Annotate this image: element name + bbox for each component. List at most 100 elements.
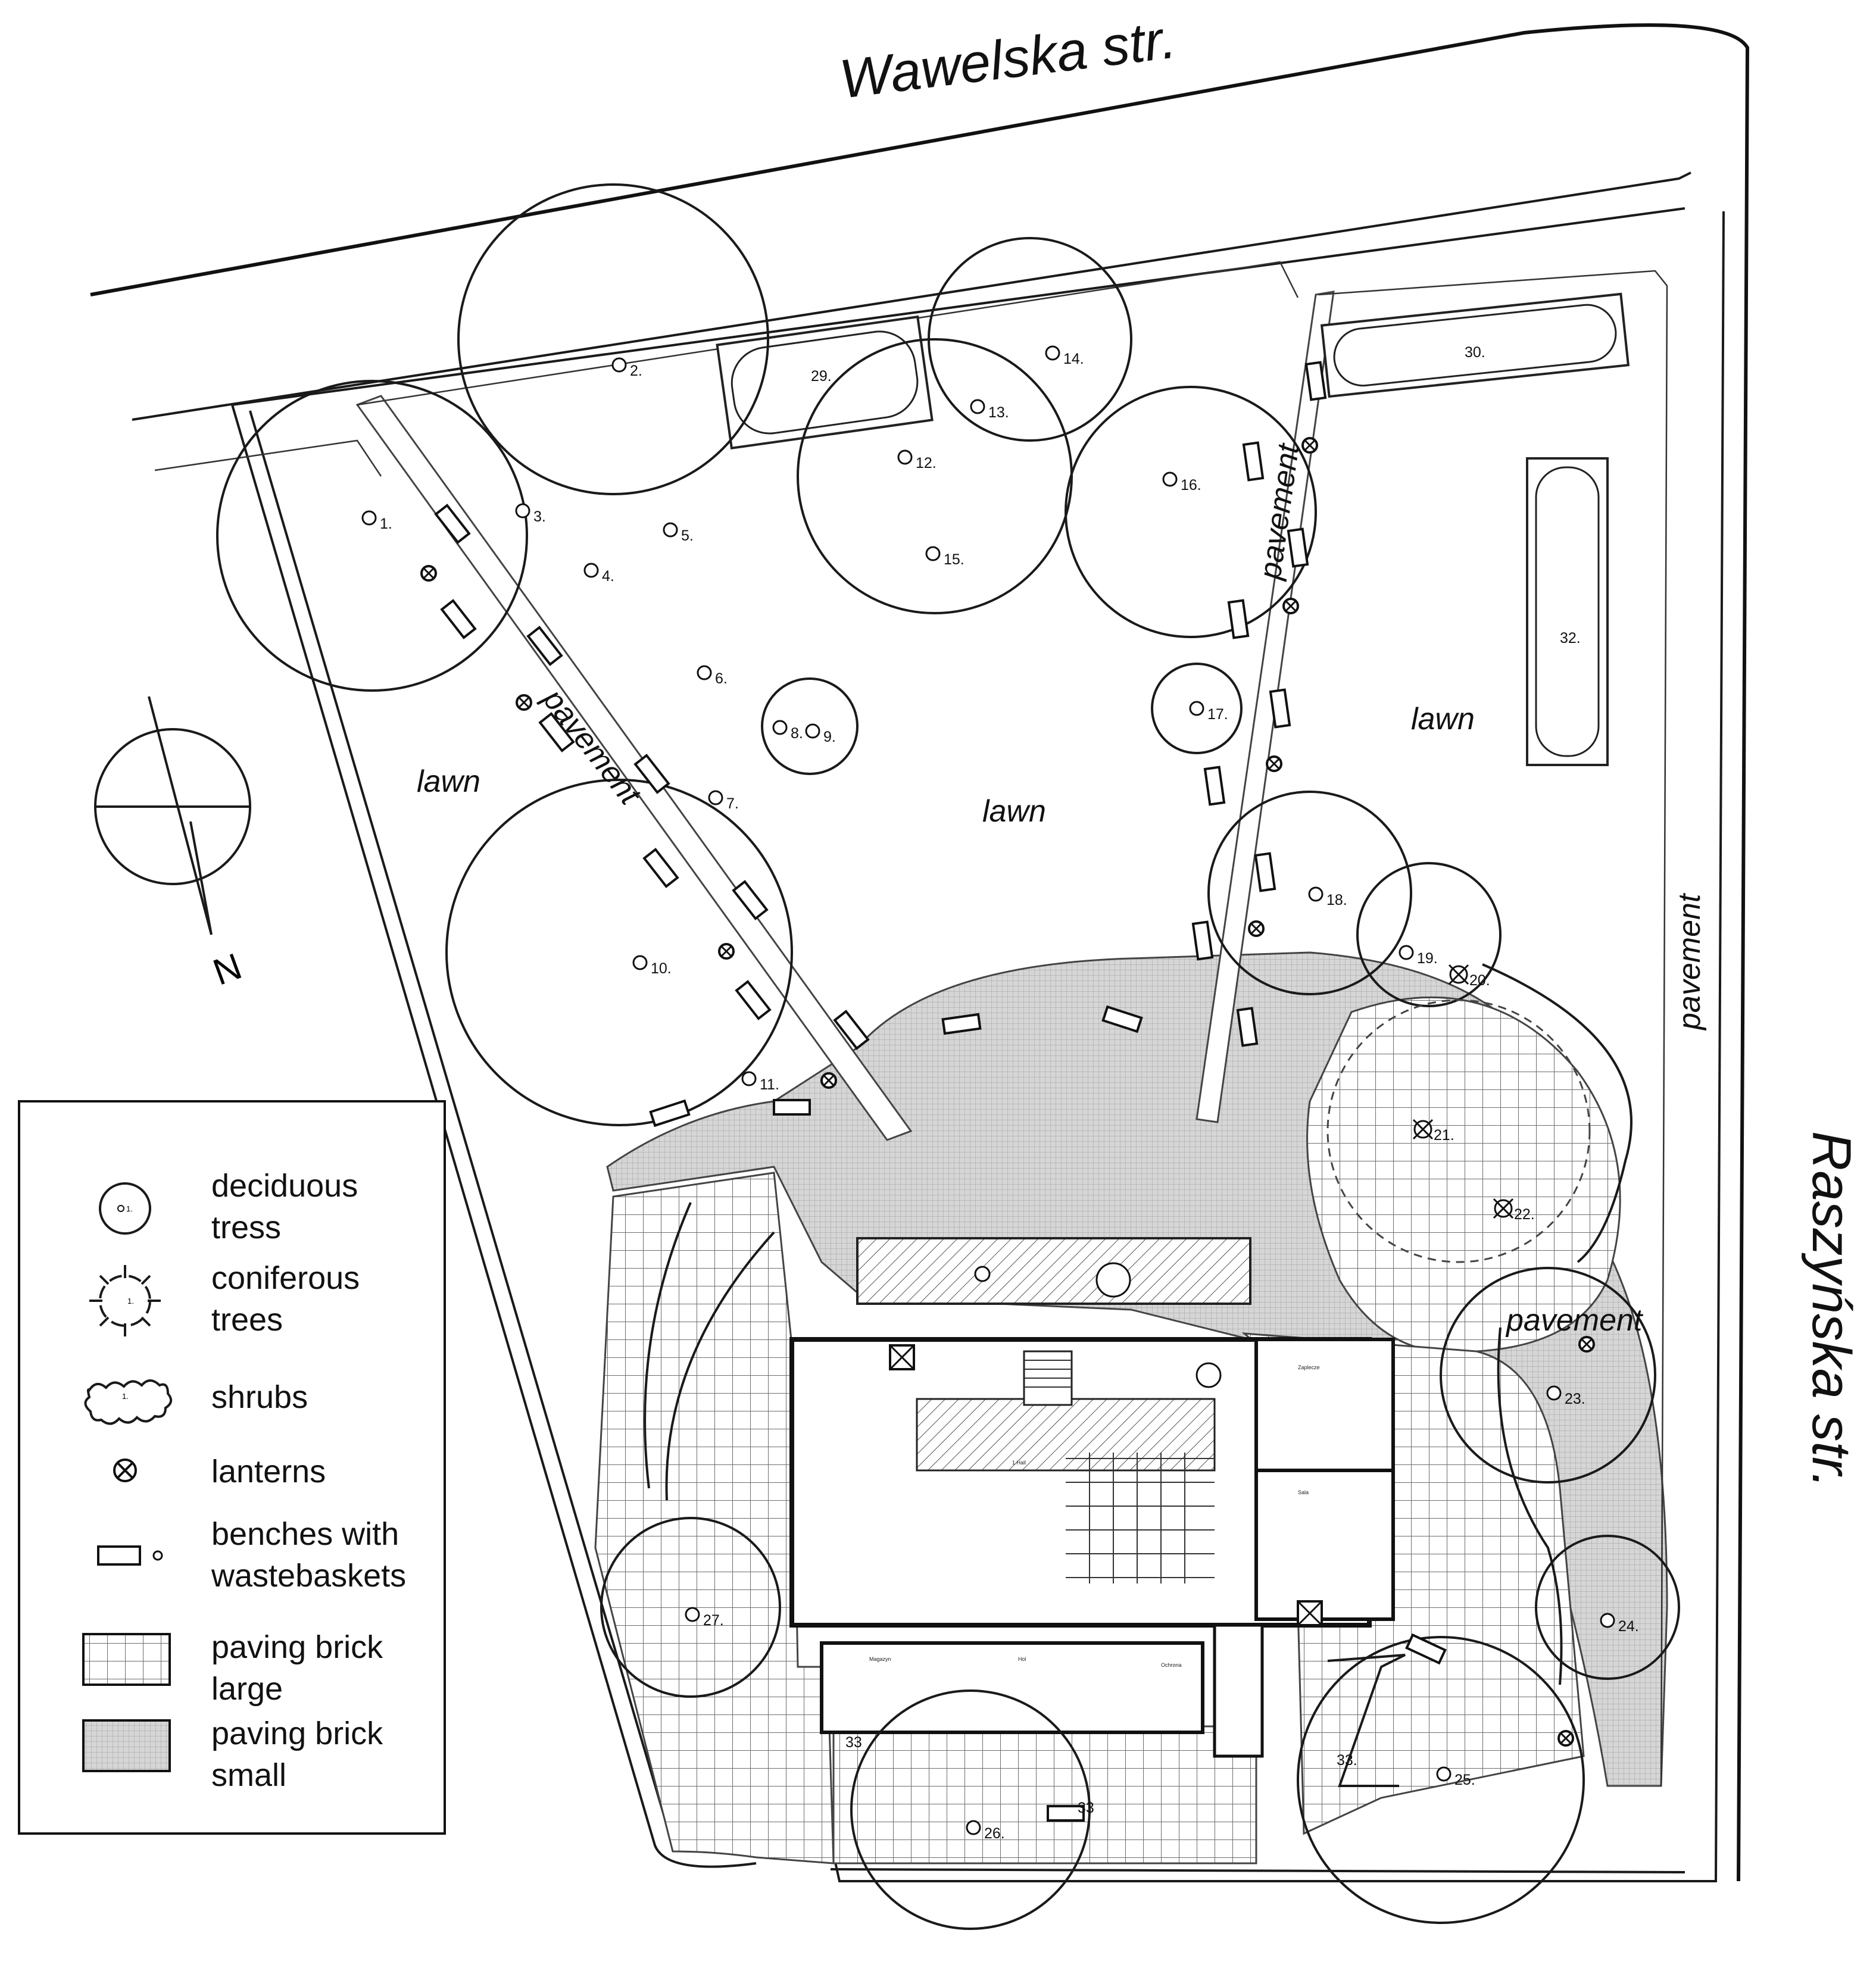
legend-coniferous-icon — [89, 1265, 161, 1336]
deciduous-tree-trunk — [1045, 345, 1060, 361]
legend: 1. deciduous tress 1. coniferous trees 1… — [18, 1100, 446, 1835]
tree-markers: 1.2.3.4.5.6.7.8.9.10.11.12.13.14.15.16.1… — [361, 345, 1639, 1842]
tree-number-label: 20. — [1469, 972, 1490, 989]
lantern-cross — [1304, 439, 1316, 451]
legend-benches-line2: wastebaskets — [211, 1558, 406, 1594]
lawn-east-label: lawn — [1411, 702, 1475, 736]
street-north-label: Wawelska str. — [836, 8, 1179, 110]
area-labels: lawn lawn lawn pavement pavement pavemen… — [417, 441, 1707, 1338]
lantern-cross — [823, 1075, 835, 1086]
site-furniture — [420, 361, 1595, 1822]
legend-coniferous-line2: trees — [211, 1302, 283, 1338]
bench-with-wastebasket — [440, 599, 477, 639]
pavement-east-label: pavement — [1672, 892, 1707, 1031]
lawn-center-label: lawn — [982, 794, 1046, 829]
tree-removed-cross — [1412, 1119, 1434, 1140]
bench-with-wastebasket — [833, 1010, 870, 1050]
deciduous-tree-trunk — [1436, 1766, 1452, 1782]
tree-number-label: 5. — [681, 527, 694, 544]
building-footprint: 1 Hall Zaplecze Sala Magazyn Hol Ochrona — [789, 1237, 1395, 1758]
legend-brick-large-line2: large — [211, 1671, 283, 1707]
deciduous-tree-trunk — [1600, 1613, 1615, 1628]
bench-with-wastebasket — [526, 626, 563, 666]
svg-text:Magazyn: Magazyn — [869, 1656, 891, 1662]
coniferous-tree-trunk — [1189, 701, 1204, 716]
bench-with-wastebasket — [1236, 1007, 1259, 1047]
bench-with-wastebasket — [1203, 766, 1226, 806]
legend-shrubs-line1: shrubs — [211, 1379, 308, 1415]
legend-lanterns-line1: lanterns — [211, 1454, 326, 1489]
lantern-cross — [1560, 1732, 1572, 1744]
shrub-label-29: 29. — [811, 368, 832, 385]
legend-brick-small-line2: small — [211, 1757, 286, 1793]
tree-number-label: 16. — [1181, 477, 1201, 494]
bench-with-wastebasket — [642, 848, 679, 888]
lantern-cross — [1285, 600, 1297, 612]
pavement-diagonal — [154, 261, 1668, 1787]
coniferous-symbols — [761, 663, 1243, 775]
bench-with-wastebasket — [434, 504, 471, 544]
tree-number-label: 7. — [726, 795, 739, 812]
bench-with-wastebasket — [538, 712, 575, 752]
shrub-label-33-east: 33. — [1337, 1752, 1357, 1769]
pavement-south-east-label: pavement — [1505, 1303, 1644, 1338]
tree-number-label: 24. — [1618, 1618, 1639, 1635]
legend-coniferous-symbol-text: 1. — [127, 1297, 134, 1305]
tree-removed-cross — [1448, 964, 1469, 985]
bench-with-wastebasket — [633, 754, 670, 794]
legend-brick-large-icon — [82, 1633, 171, 1686]
deciduous-tree-trunk — [925, 546, 941, 561]
deciduous-tree-trunk — [583, 563, 599, 578]
legend-deciduous-line1: deciduous — [211, 1168, 358, 1204]
tree-number-label: 2. — [630, 363, 642, 379]
tree-number-label: 27. — [703, 1612, 724, 1629]
tree-number-label: 1. — [380, 516, 392, 532]
tree-number-label: 9. — [823, 729, 836, 745]
bench-with-wastebasket — [773, 1099, 811, 1116]
bench-with-wastebasket — [732, 880, 769, 920]
deciduous-tree-trunk — [515, 503, 530, 519]
lantern-cross — [423, 567, 435, 579]
deciduous-tree-trunk — [611, 357, 627, 373]
svg-text:Sala: Sala — [1298, 1489, 1309, 1495]
bench-with-wastebasket — [1269, 688, 1291, 729]
legend-deciduous-icon — [99, 1182, 151, 1235]
shrub-label-33-south: 33 — [1078, 1800, 1094, 1816]
legend-bench-icon — [97, 1545, 163, 1566]
bench-with-wastebasket — [1405, 1633, 1447, 1665]
legend-shrub-symbol-text: 1. — [122, 1392, 129, 1401]
bench-with-wastebasket — [1242, 441, 1265, 482]
compass-north-letter: N — [208, 946, 247, 994]
street-boundaries — [90, 23, 1750, 1882]
deciduous-tree-trunk — [663, 522, 678, 538]
bench-with-wastebasket — [1101, 1005, 1143, 1033]
lantern-cross — [1581, 1338, 1593, 1350]
lantern-cross — [518, 697, 530, 708]
bench-with-wastebasket — [1047, 1805, 1085, 1822]
legend-shrub-icon — [84, 1379, 173, 1425]
tree-number-label: 3. — [533, 508, 546, 525]
curved-walls — [644, 963, 1632, 1685]
lawn-west-label: lawn — [417, 764, 480, 799]
deciduous-tree-trunk — [708, 790, 723, 805]
tree-number-label: 19. — [1417, 950, 1438, 967]
deciduous-tree-trunk — [966, 1820, 981, 1835]
deciduous-tree-trunk — [772, 720, 788, 735]
legend-brick-large-line1: paving brick — [211, 1629, 383, 1665]
tree-number-label: 11. — [760, 1076, 779, 1093]
tree-number-label: 13. — [988, 404, 1009, 421]
deciduous-tree-trunk — [1162, 471, 1178, 487]
lantern-cross — [1268, 758, 1280, 770]
bench-with-wastebasket — [941, 1013, 982, 1035]
tree-number-label: 14. — [1063, 351, 1084, 367]
bench-with-wastebasket — [735, 980, 772, 1020]
legend-benches-line1: benches with — [211, 1516, 399, 1552]
tree-number-label: 12. — [916, 455, 937, 471]
deciduous-tree-trunk — [1546, 1385, 1562, 1401]
legend-deciduous-line2: tress — [211, 1210, 281, 1245]
tree-removed-cross — [1493, 1198, 1514, 1219]
deciduous-tree-trunk — [1308, 886, 1323, 902]
paving-large-area — [594, 996, 1621, 1864]
street-east-label: Raszyńska str. — [1801, 1131, 1862, 1488]
